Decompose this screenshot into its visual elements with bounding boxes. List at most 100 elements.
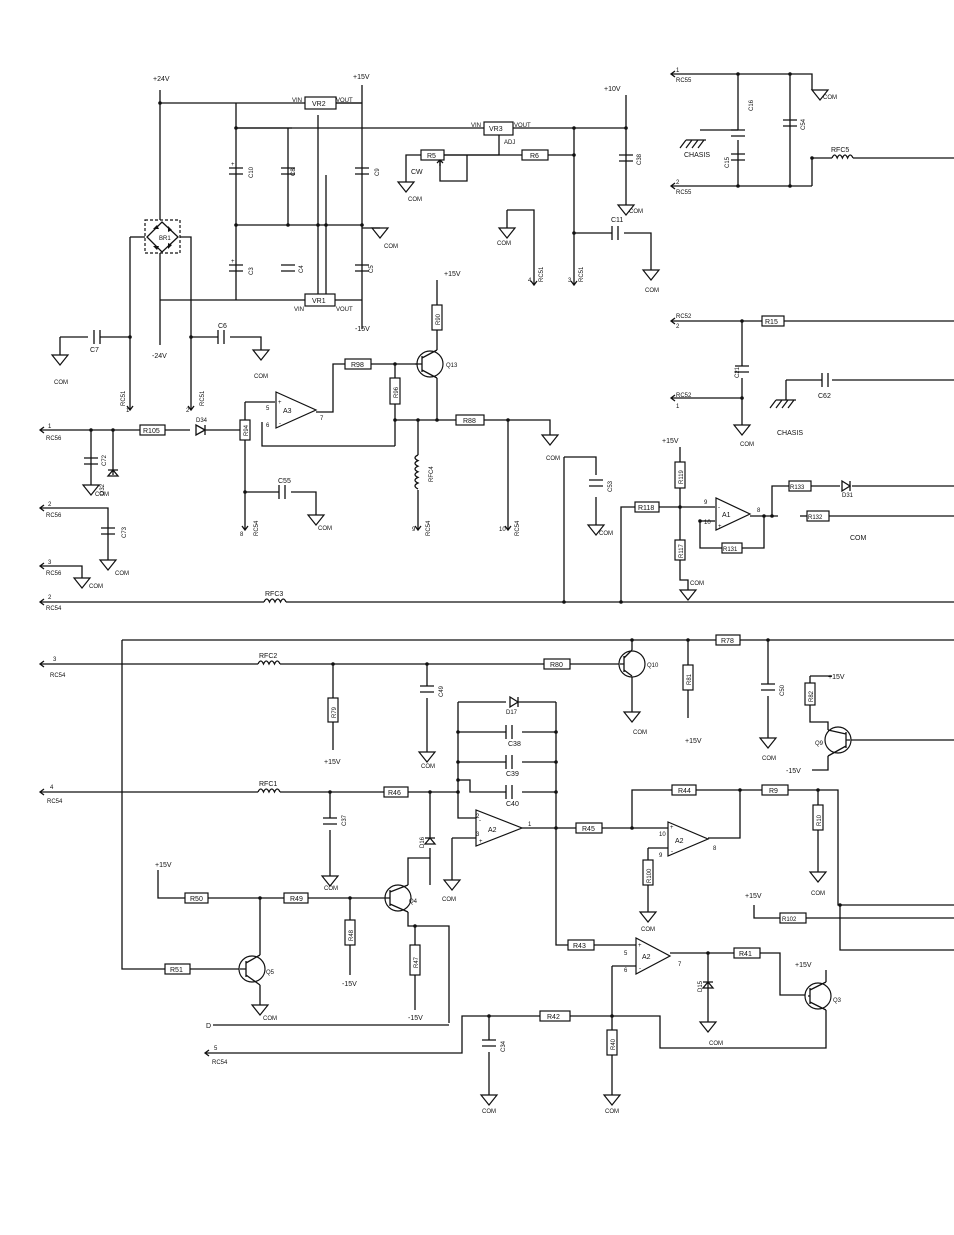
label-r98: R98 bbox=[351, 362, 364, 369]
com-24: COM bbox=[263, 1016, 277, 1022]
a2a-plus: + bbox=[479, 839, 483, 845]
com-3: COM bbox=[408, 197, 422, 203]
net-p15-r81: +15V bbox=[685, 738, 702, 745]
net-com-a1: COM bbox=[850, 535, 867, 542]
power-labels: +24V +15V +10V -24V -15V +15V +15V +15V … bbox=[152, 74, 867, 1030]
label-r5: R5 bbox=[427, 153, 436, 160]
label-r117: R117 bbox=[679, 543, 685, 558]
label-q10: Q10 bbox=[647, 663, 659, 669]
label-r88: R88 bbox=[463, 418, 476, 425]
pin-rc52-1: 1 bbox=[676, 404, 680, 410]
connectors: 1 RC56 2 RC56 3 RC56 2 RC54 3 RC54 4 RC5… bbox=[38, 68, 692, 1066]
net-d: D bbox=[206, 1023, 211, 1030]
net-rc54-10: RC54 bbox=[515, 520, 521, 536]
junctions bbox=[89, 72, 842, 1018]
pin-rc56-1: 1 bbox=[48, 424, 52, 430]
label-d16: D16 bbox=[420, 836, 426, 848]
com-12: COM bbox=[318, 526, 332, 532]
net-rc52-1: RC52 bbox=[676, 393, 692, 399]
label-d32: D32 bbox=[100, 483, 106, 495]
com-7: COM bbox=[645, 288, 659, 294]
a1-pin10: 10 bbox=[704, 520, 711, 526]
label-c39: C39 bbox=[506, 771, 519, 778]
com-2: COM bbox=[254, 374, 268, 380]
a2a-minus: - bbox=[479, 818, 481, 824]
label-a1: A1 bbox=[722, 512, 731, 519]
op-amps: A3 A1 A2 A2 A2 bbox=[275, 391, 752, 975]
net-rc56-3: RC56 bbox=[46, 571, 62, 577]
a1-pin8: 8 bbox=[757, 508, 761, 514]
label-r46: R46 bbox=[388, 790, 401, 797]
label-rfc1: RFC1 bbox=[259, 781, 277, 788]
label-vr3: VR3 bbox=[489, 126, 503, 133]
inductors: RFC2 RFC1 RFC3 RFC5 RFC4 bbox=[257, 147, 854, 794]
net-p15-a1: +15V bbox=[662, 438, 679, 445]
label-r45: R45 bbox=[582, 826, 595, 833]
a3-pin5: 5 bbox=[266, 406, 270, 412]
c3-plus: + bbox=[231, 259, 235, 265]
pin-rc51-4: 4 bbox=[528, 278, 532, 284]
label-c53: C53 bbox=[608, 480, 614, 492]
label-br1: BR1 bbox=[159, 236, 171, 242]
net-chasis-top: CHASIS bbox=[684, 152, 710, 159]
label-r90: R90 bbox=[436, 313, 442, 325]
net-n15-q9: -15V bbox=[786, 768, 801, 775]
com-18: COM bbox=[762, 756, 776, 762]
a2c-minus: - bbox=[639, 966, 641, 972]
a3-pin6: 6 bbox=[266, 423, 270, 429]
com-11: COM bbox=[115, 571, 129, 577]
label-d17: D17 bbox=[506, 710, 518, 716]
label-r105: R105 bbox=[143, 428, 160, 435]
pin-rc54-5: 5 bbox=[214, 1046, 218, 1052]
label-r118: R118 bbox=[638, 505, 654, 512]
com-23: COM bbox=[641, 927, 655, 933]
a1-minus: - bbox=[718, 505, 720, 511]
com-15: COM bbox=[690, 581, 704, 587]
label-q13: Q13 bbox=[446, 363, 458, 369]
net-n15-r48: -15V bbox=[342, 981, 357, 988]
com-21: COM bbox=[442, 897, 456, 903]
label-r119: R119 bbox=[679, 469, 685, 484]
label-c34: C34 bbox=[501, 1040, 507, 1052]
net-rc54-8: RC54 bbox=[254, 520, 260, 536]
net-n15-r47: -15V bbox=[408, 1015, 423, 1022]
label-a2b: A2 bbox=[675, 838, 684, 845]
label-r43: R43 bbox=[573, 943, 586, 950]
label-c9: C9 bbox=[375, 168, 381, 176]
a2b-pin10: 10 bbox=[659, 832, 666, 838]
a2b-plus: + bbox=[670, 825, 674, 831]
net-chasis-mid: CHASIS bbox=[777, 430, 803, 437]
label-rfc4: RFC4 bbox=[429, 466, 435, 482]
transistors: Q13 Q10 Q9 Q4 Q5 Q3 bbox=[238, 349, 852, 1011]
r5-wiper bbox=[436, 159, 444, 166]
label-c55: C55 bbox=[278, 478, 291, 485]
a3-plus: + bbox=[278, 400, 282, 406]
net-n24: -24V bbox=[152, 353, 167, 360]
label-c5a: C5 bbox=[369, 265, 375, 273]
net-rc55-1: RC55 bbox=[676, 78, 692, 84]
a2b-minus: - bbox=[671, 849, 673, 855]
com-14: COM bbox=[599, 531, 613, 537]
pin-rc54-10: 10 bbox=[499, 527, 506, 533]
net-rc54-4: RC54 bbox=[47, 799, 63, 805]
label-r15: R15 bbox=[765, 319, 778, 326]
label-vr2: VR2 bbox=[312, 101, 326, 108]
label-r96: R96 bbox=[394, 386, 400, 398]
net-rc54-9: RC54 bbox=[426, 520, 432, 536]
pin-rc55-1: 1 bbox=[676, 68, 680, 74]
a2a-pin2: 2 bbox=[476, 814, 480, 820]
pin-rc51-1: 1 bbox=[126, 408, 130, 414]
pin-rc51-3: 3 bbox=[568, 278, 572, 284]
label-a2a: A2 bbox=[488, 827, 497, 834]
label-c15: C15 bbox=[725, 156, 731, 168]
label-d34: D34 bbox=[196, 418, 208, 424]
label-c3a: C3 bbox=[249, 267, 255, 275]
label-q3: Q3 bbox=[833, 998, 842, 1004]
com-9: COM bbox=[95, 492, 109, 498]
pin-rc55-2: 2 bbox=[676, 180, 680, 186]
label-r41: R41 bbox=[739, 951, 752, 958]
resistors: VR2 VR1 VR3 R5 R6 R90 R98 R96 R94 R88 R1… bbox=[139, 96, 830, 1056]
label-c54: C54 bbox=[801, 118, 807, 130]
label-c62: C62 bbox=[818, 393, 831, 400]
label-rfc5: RFC5 bbox=[831, 147, 849, 154]
